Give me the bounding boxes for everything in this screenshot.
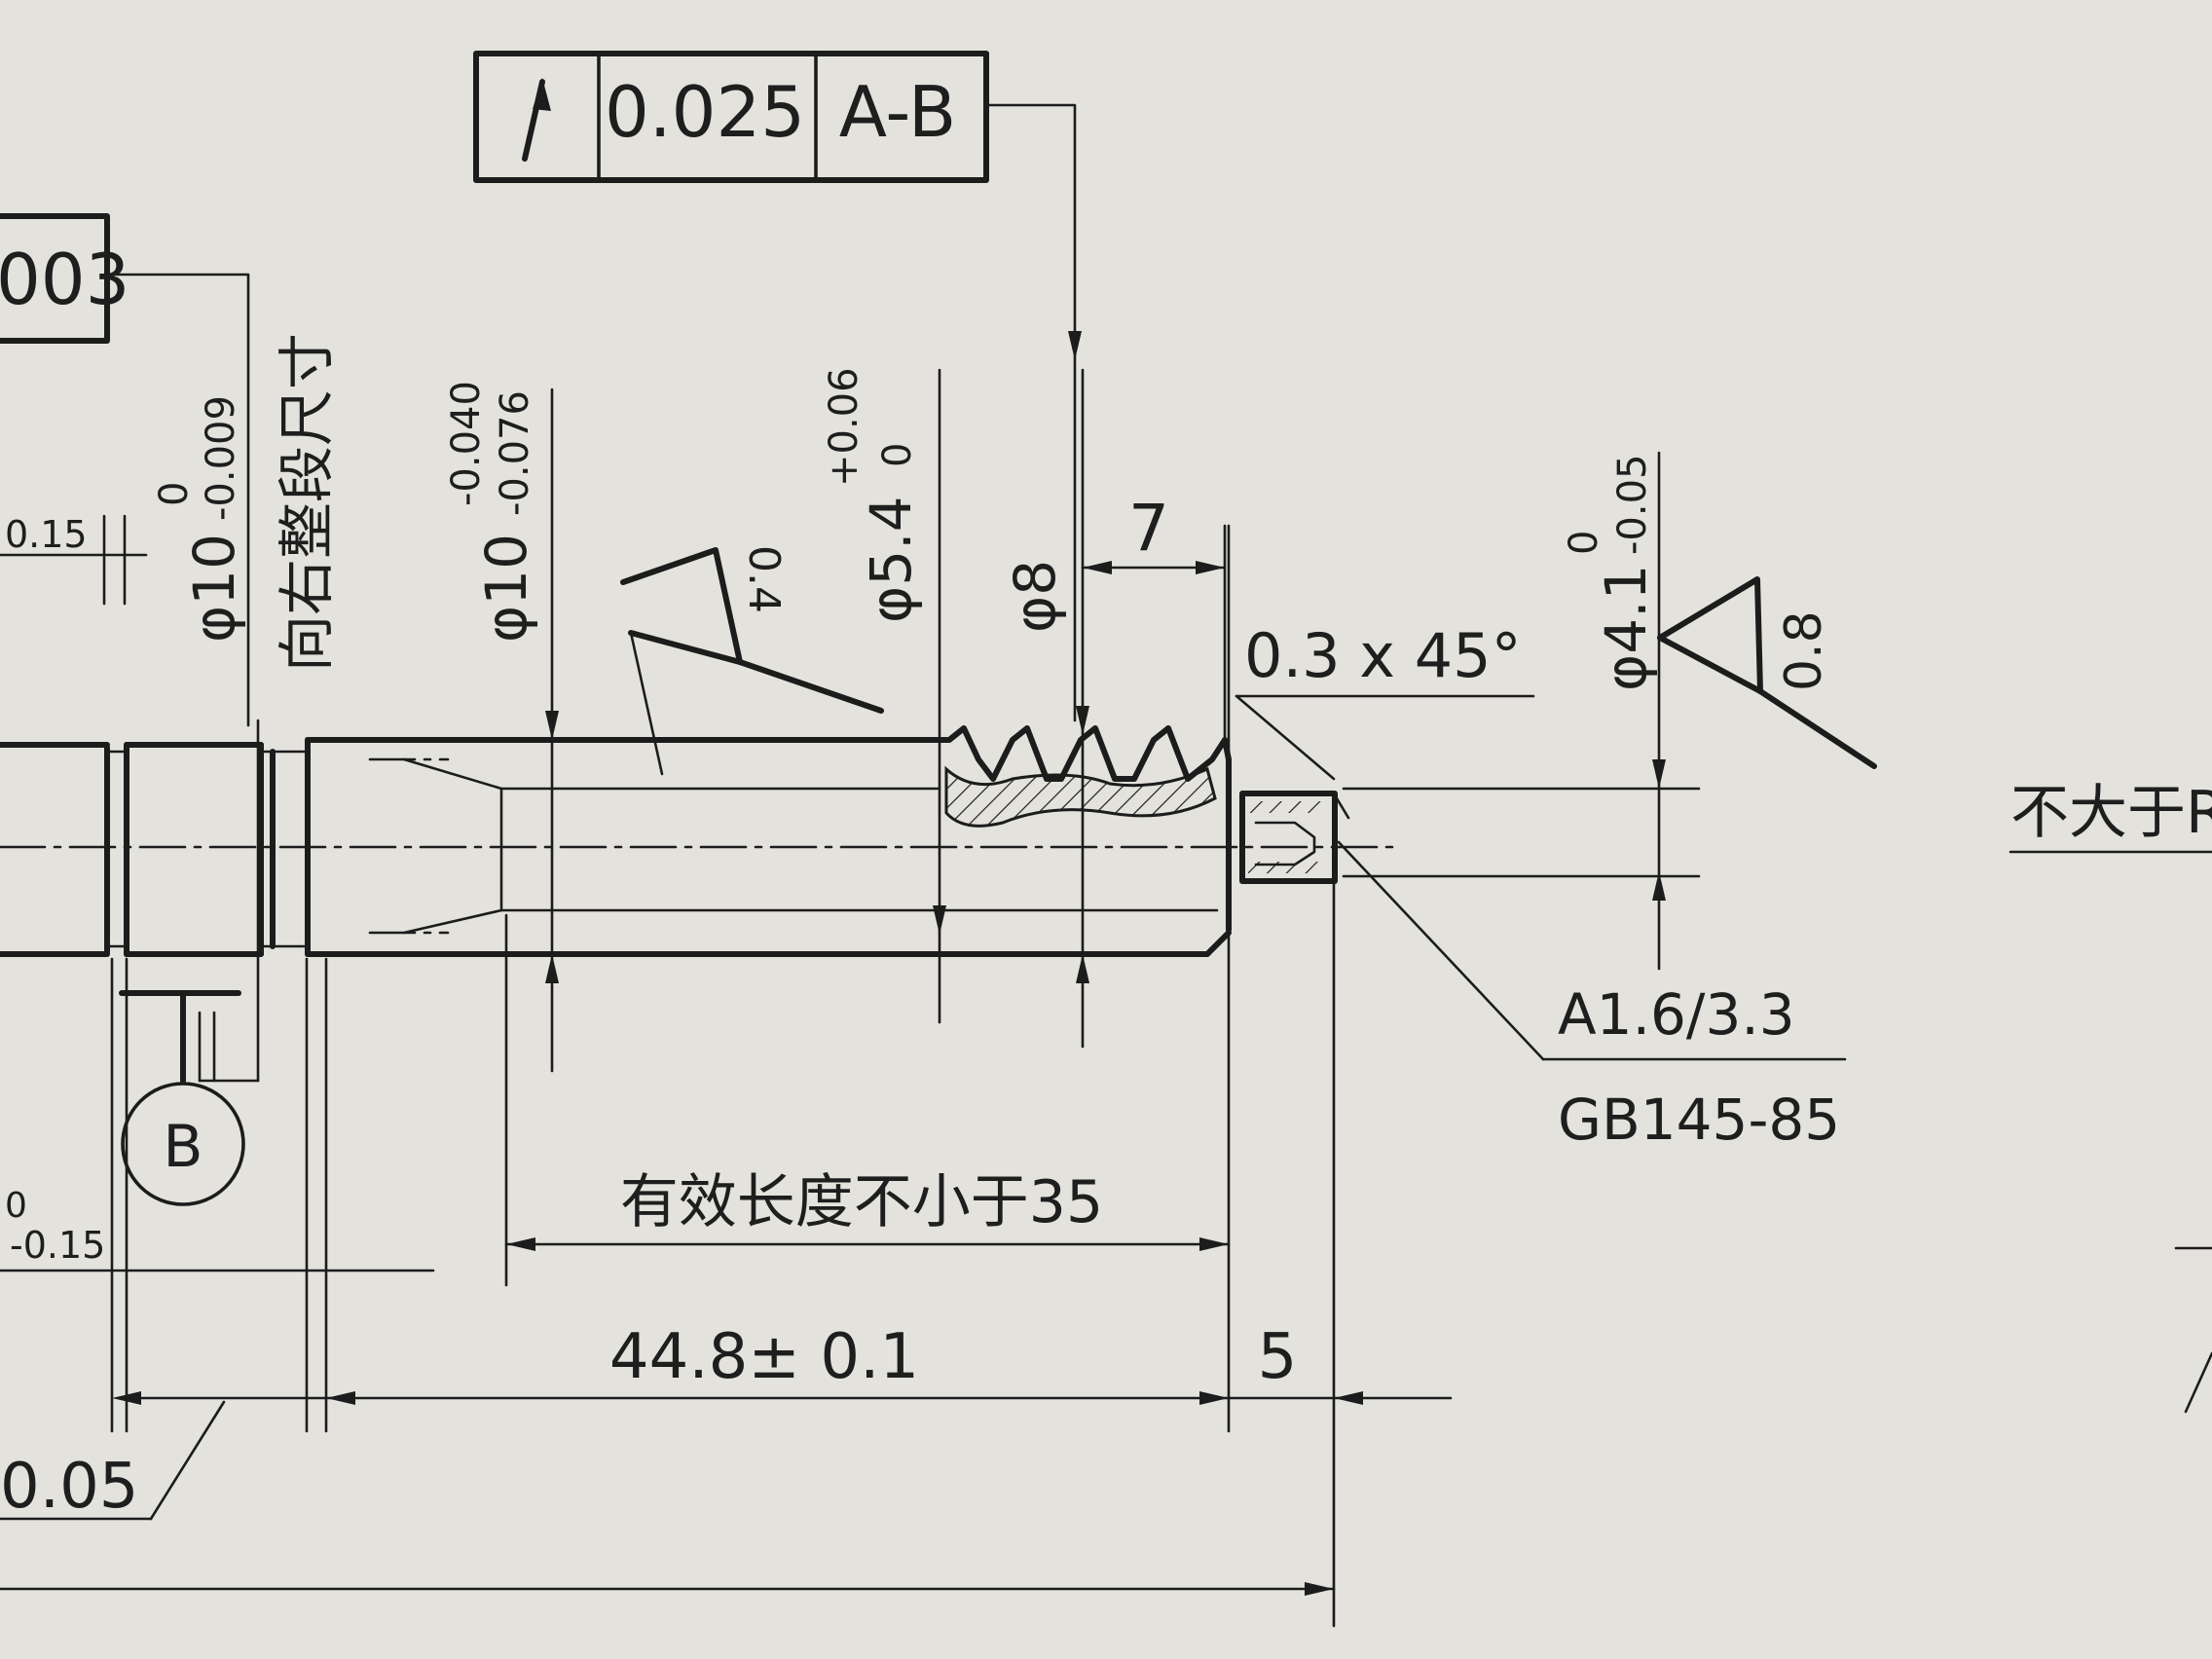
d10b-upper-dev: -0.040 [444, 381, 489, 506]
center-hole-spec: A1.6/3.3 [1558, 981, 1795, 1048]
note-right-whole-section: 向右整段尺寸 [274, 333, 340, 672]
runout-tolerance: 0.025 [605, 71, 805, 153]
surface-finish-0-4: 0.4 [620, 545, 884, 776]
d8-nominal: φ8 [1002, 560, 1068, 633]
d54-nominal: φ5.4 [858, 497, 924, 624]
circular-runout-arrow-icon [522, 78, 551, 162]
d10-nominal: φ10 [181, 534, 247, 643]
center-hole-standard: GB145-85 [1558, 1087, 1840, 1153]
d10b-nominal: φ10 [473, 534, 539, 643]
dim-effective-length: 有效长度不小于35 [504, 913, 1231, 1287]
tol-015-bot-upper: 0 [5, 1186, 27, 1226]
left-frame-text: 003 [0, 239, 129, 320]
shaft-body [0, 725, 1394, 957]
d41-nominal: φ4.1 [1593, 565, 1659, 692]
length-44-8-text: 44.8± 0.1 [609, 1321, 919, 1393]
dim-length-7: 7 [1081, 491, 1227, 742]
roughness-0-4: 0.4 [739, 545, 789, 613]
d10-upper-dev: 0 [152, 482, 197, 506]
effective-length-text: 有效长度不小于35 [620, 1168, 1103, 1236]
dim-d10-thread: φ10 -0.040 -0.076 [444, 381, 559, 1073]
datum-b-circle [121, 1082, 245, 1206]
dim-length-44-8: 44.8± 0.1 5 [0, 524, 1453, 1628]
feature-control-frame: 0.025 A-B [473, 51, 1082, 722]
datum-b: B [119, 990, 260, 1206]
tol-005-text: 0.05 [0, 1451, 139, 1523]
length-7-text: 7 [1128, 491, 1169, 566]
d10-lower-dev: -0.009 [199, 395, 243, 521]
d41-lower-dev: -0.05 [1610, 455, 1655, 556]
tol-015-bot-lower: -0.15 [10, 1224, 105, 1267]
dim-d41: φ4.1 0 -0.05 [1342, 451, 1701, 971]
chamfer-callout: 0.3 x 45° [1235, 620, 1535, 781]
surface-finish-0-8: 0.8 [1657, 576, 1877, 769]
dim-d54: φ5.4 +0.06 0 [822, 367, 946, 1024]
d10b-lower-dev: -0.076 [493, 390, 537, 516]
d41-upper-dev: 0 [1562, 531, 1606, 555]
runout-datum: A-B [839, 71, 956, 153]
chamfer-text: 0.3 x 45° [1244, 620, 1522, 691]
tol-015-top: 0.15 [5, 513, 88, 556]
dim-d8: φ8 [1002, 368, 1089, 1049]
left-tolerances: 0.15 0 -0.15 [0, 513, 435, 1433]
dim-d10-upper-left: φ10 0 -0.009 向右整段尺寸 [152, 333, 340, 1083]
tol-005-callout: 0.05 [0, 1400, 226, 1523]
datum-b-label: B [163, 1113, 203, 1181]
roughness-0-8: 0.8 [1775, 610, 1833, 691]
length-5-text: 5 [1258, 1321, 1298, 1393]
left-tolerance-frame: 003 [0, 213, 250, 727]
center-hole-callout: A1.6/3.3 GB145-85 [1337, 840, 1847, 1153]
d54-upper-dev: +0.06 [822, 367, 866, 487]
d54-lower-dev: 0 [875, 443, 920, 467]
